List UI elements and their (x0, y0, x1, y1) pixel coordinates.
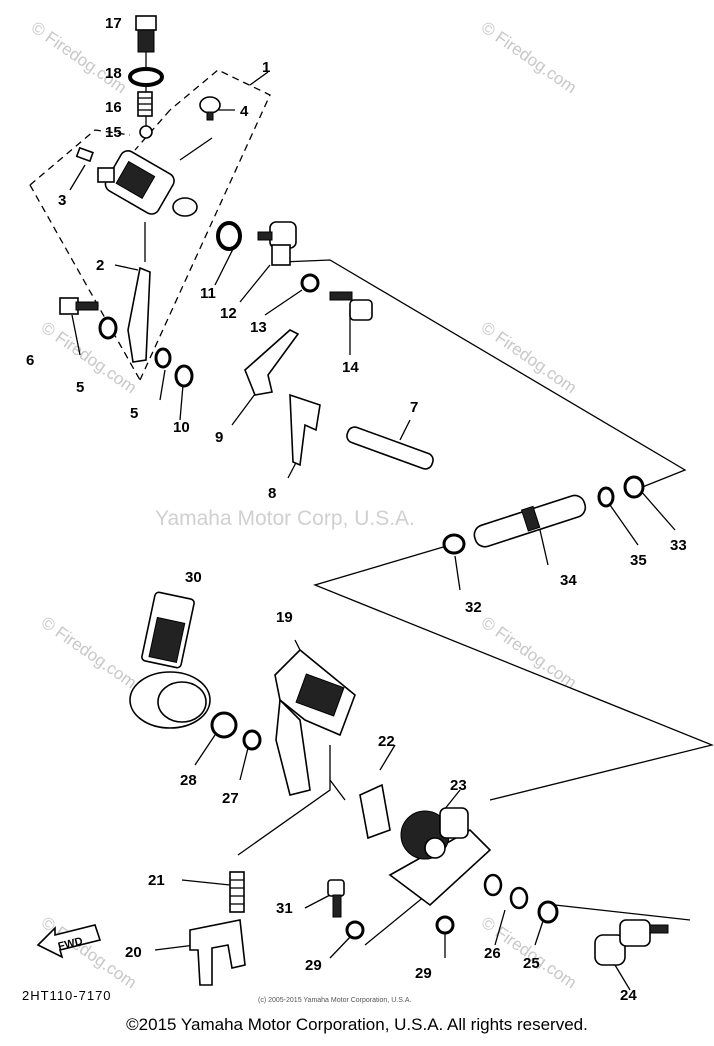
collar-28 (210, 711, 238, 739)
label-31: 31 (276, 900, 293, 917)
label-5a: 5 (76, 379, 84, 396)
label-6: 6 (26, 352, 34, 369)
fwd-arrow: FWD (36, 924, 102, 959)
watermark-3: © Firedog.com (38, 318, 140, 398)
label-5b: 5 (130, 405, 138, 422)
washer-18 (128, 67, 164, 87)
label-29a: 29 (305, 957, 322, 974)
label-1: 1 (262, 59, 270, 76)
label-16: 16 (105, 99, 122, 116)
spring-21 (229, 871, 245, 913)
washer-10 (174, 364, 194, 388)
fwd-label: FWD (57, 935, 84, 953)
label-17: 17 (105, 15, 122, 32)
ring-33 (623, 475, 645, 499)
ball-15 (139, 125, 153, 139)
shaft-34 (473, 494, 587, 548)
washer-5b (154, 347, 172, 369)
diagram-reference: 2HT110-7170 (22, 988, 112, 1003)
watermark-6: © Firedog.com (478, 613, 580, 693)
center-watermark: Yamaha Motor Corp, U.S.A. (155, 507, 415, 530)
label-8: 8 (268, 485, 276, 502)
bolt-17 (135, 15, 157, 53)
bolt-6 (59, 297, 99, 315)
label-27: 27 (222, 790, 239, 807)
washer-27 (242, 729, 262, 751)
label-28: 28 (180, 772, 197, 789)
label-34: 34 (560, 572, 577, 589)
ring-35 (597, 486, 615, 508)
inner-copyright: (c) 2005-2015 Yamaha Motor Corporation, … (258, 997, 411, 1004)
joint-12 (257, 221, 297, 266)
plate-22 (359, 783, 391, 840)
label-22: 22 (378, 733, 395, 750)
bracket-9 (244, 329, 300, 396)
bracket-20 (189, 919, 246, 986)
bolt-31 (327, 879, 345, 918)
label-14: 14 (342, 359, 359, 376)
label-18: 18 (105, 65, 122, 82)
label-20: 20 (125, 944, 142, 961)
copyright-footer: ©2015 Yamaha Motor Corporation, U.S.A. A… (126, 1015, 588, 1034)
washer-5a (98, 316, 118, 340)
label-7: 7 (410, 399, 418, 416)
shaft-7 (346, 426, 434, 470)
oring-26b (509, 886, 529, 910)
fwd-arrow-icon (36, 924, 102, 959)
oring-26a (483, 873, 503, 897)
nut-32 (442, 533, 466, 555)
grip-30 (129, 591, 211, 729)
parts (59, 15, 669, 986)
assembly-1-outline (29, 69, 271, 381)
watermark-2: © Firedog.com (478, 18, 580, 98)
cap-4 (199, 96, 221, 121)
label-32: 32 (465, 599, 482, 616)
nut-29a (345, 920, 365, 940)
label-19: 19 (276, 609, 293, 626)
label-23: 23 (450, 777, 467, 794)
label-3: 3 (58, 192, 66, 209)
watermark-4: © Firedog.com (478, 318, 580, 398)
pin-3 (75, 146, 94, 163)
watermark-5: © Firedog.com (38, 613, 140, 693)
label-9: 9 (215, 429, 223, 446)
label-10: 10 (173, 419, 190, 436)
label-35: 35 (630, 552, 647, 569)
label-24: 24 (620, 987, 637, 1004)
washer-25 (537, 900, 559, 924)
shift-fork-8 (289, 393, 321, 467)
lever-2 (127, 266, 151, 363)
bracket-23 (388, 807, 492, 907)
nut-13 (300, 273, 320, 293)
label-29b: 29 (415, 965, 432, 982)
shift-body-1 (97, 150, 198, 217)
nut-29b (435, 915, 455, 935)
joint-24 (594, 919, 669, 966)
part-number-labels: 17 18 16 15 1 4 3 2 11 12 13 14 6 5 5 10… (26, 15, 687, 1004)
watermarks: © Firedog.com © Firedog.com © Firedog.co… (28, 18, 580, 993)
label-15: 15 (105, 124, 122, 141)
spring-16 (137, 91, 153, 117)
label-11: 11 (200, 285, 216, 302)
label-13: 13 (250, 319, 267, 336)
label-25: 25 (523, 955, 540, 972)
label-21: 21 (148, 872, 165, 889)
label-30: 30 (185, 569, 202, 586)
shift-lever-19 (274, 648, 356, 796)
label-2: 2 (96, 257, 104, 274)
washer-11 (216, 221, 242, 251)
label-26: 26 (484, 945, 501, 962)
label-33: 33 (670, 537, 687, 554)
bolt-14 (329, 291, 373, 321)
label-4: 4 (240, 103, 249, 120)
label-12: 12 (220, 305, 237, 322)
